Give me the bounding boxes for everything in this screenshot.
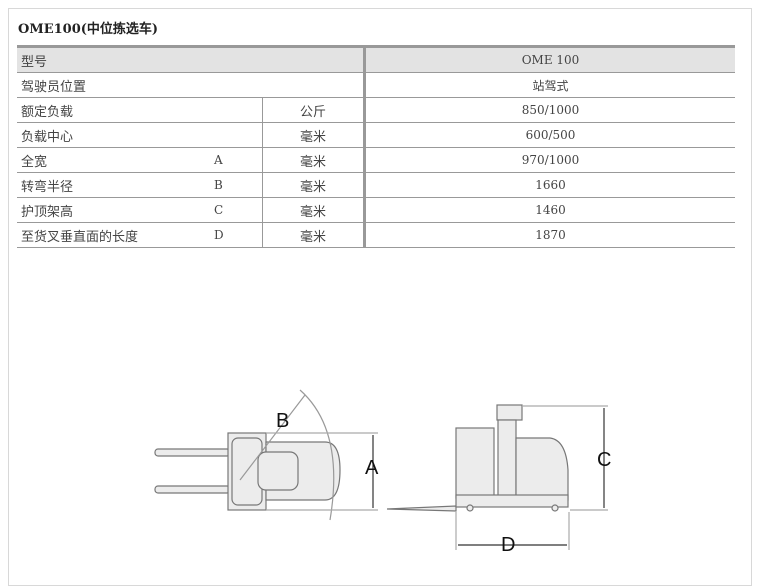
dimension-label-c: C <box>597 449 611 471</box>
row-unit: 毫米 <box>262 197 365 223</box>
row-letter <box>210 97 263 123</box>
table-row: 至货叉垂直面的长度 D 毫米 1870 <box>17 222 735 248</box>
table-row: 护顶架高 C 毫米 1460 <box>17 197 735 223</box>
content-frame <box>8 8 752 586</box>
row-letter: B <box>210 172 263 198</box>
row-value: 站驾式 <box>363 72 735 98</box>
table-row: 全宽 A 毫米 970/1000 <box>17 147 735 173</box>
row-label: 护顶架高 <box>17 197 210 223</box>
row-label: 转弯半径 <box>17 172 210 198</box>
row-value: 600/500 <box>363 122 735 148</box>
row-letter <box>210 122 263 148</box>
row-letter: D <box>210 222 263 248</box>
row-value: 1660 <box>363 172 735 198</box>
row-value: 970/1000 <box>363 147 735 173</box>
row-unit: 公斤 <box>262 97 365 123</box>
table-row: 转弯半径 B 毫米 1660 <box>17 172 735 198</box>
row-value: 1460 <box>363 197 735 223</box>
row-unit: 毫米 <box>262 222 365 248</box>
row-label: 负载中心 <box>17 122 210 148</box>
header-label: 型号 <box>17 46 365 73</box>
dimension-label-b: B <box>276 410 289 432</box>
row-value: 1870 <box>363 222 735 248</box>
row-letter: C <box>210 197 263 223</box>
row-label: 至货叉垂直面的长度 <box>17 222 210 248</box>
spec-table: 型号 OME 100 驾驶员位置 站驾式 额定负载 公斤 850/1000 负载… <box>17 45 735 248</box>
top-view <box>154 389 378 521</box>
table-header-row: 型号 OME 100 <box>17 46 735 73</box>
row-unit: 毫米 <box>262 122 365 148</box>
page-title: OME100(中位拣选车) <box>18 22 159 37</box>
row-unit: 毫米 <box>262 147 365 173</box>
side-view <box>386 404 608 550</box>
table-row: 负载中心 毫米 600/500 <box>17 122 735 148</box>
dimension-label-a: A <box>365 457 379 479</box>
row-value: 850/1000 <box>363 97 735 123</box>
row-letter: A <box>210 147 263 173</box>
row-label: 全宽 <box>17 147 210 173</box>
row-unit: 毫米 <box>262 172 365 198</box>
table-row: 驾驶员位置 站驾式 <box>17 72 735 98</box>
table-row: 额定负载 公斤 850/1000 <box>17 97 735 123</box>
header-value: OME 100 <box>363 46 735 73</box>
row-label: 驾驶员位置 <box>17 72 365 98</box>
row-label: 额定负载 <box>17 97 210 123</box>
dimension-label-d: D <box>501 534 515 556</box>
